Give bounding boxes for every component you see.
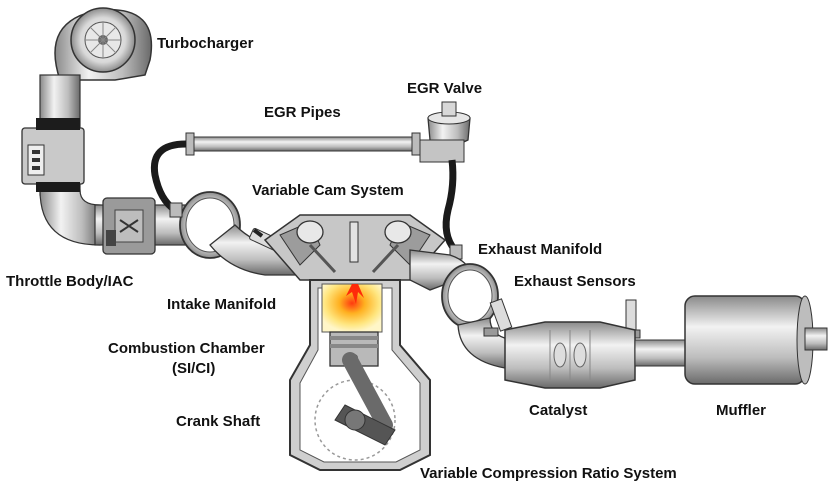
label-intake-manifold: Intake Manifold: [167, 296, 277, 313]
muffler: [684, 295, 828, 385]
label-exhaust-sensors: Exhaust Sensors: [514, 273, 636, 290]
tail-pipe-mid: [634, 339, 691, 367]
exhaust-sensor-1: [483, 298, 513, 337]
catalyst: [504, 321, 636, 389]
label-exhaust-manifold: Exhaust Manifold: [478, 241, 603, 258]
egr-pipe: [150, 132, 421, 218]
label-combustion-chamber-type: (SI/CI): [172, 360, 216, 377]
label-catalyst: Catalyst: [529, 402, 588, 419]
label-egr-pipes: EGR Pipes: [264, 104, 341, 121]
label-crank-shaft: Crank Shaft: [176, 413, 261, 430]
turbocharger: [54, 7, 153, 81]
crank-shaft: [314, 352, 396, 461]
combustion-chamber: [321, 283, 383, 333]
label-throttle-body: Throttle Body/IAC: [6, 273, 134, 290]
label-turbocharger: Turbocharger: [157, 35, 254, 52]
label-variable-compression-ratio-system: Variable Compression Ratio System: [420, 465, 677, 482]
label-egr-valve: EGR Valve: [407, 80, 483, 97]
label-combustion-chamber: Combustion Chamber: [108, 340, 265, 357]
air-flow-sensor: [21, 118, 85, 192]
throttle-body: [102, 197, 156, 255]
label-muffler: Muffler: [716, 402, 766, 419]
cylinder-head: [263, 214, 447, 281]
label-variable-cam-system: Variable Cam System: [252, 182, 404, 199]
